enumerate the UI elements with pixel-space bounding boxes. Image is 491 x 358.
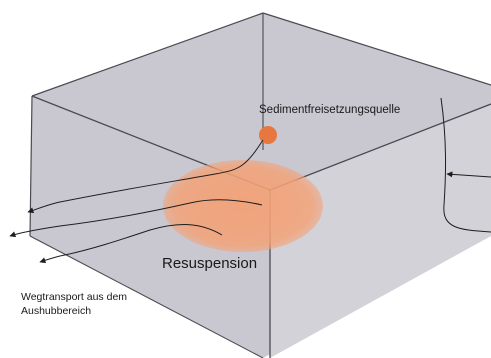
transport-lines (9, 139, 264, 264)
right-flow-arrow (446, 171, 491, 178)
source-label: Sedimentfreisetzungsquelle (259, 104, 400, 116)
transport-line-cloud-lower (39, 224, 223, 264)
resuspension-label: Resuspension (162, 255, 257, 272)
box-edge-top-left (31, 12, 264, 97)
right-flow-curve (440, 97, 491, 233)
transport-label-line1: Wegtransport aus dem (21, 291, 127, 303)
box-right-face (270, 104, 491, 358)
resuspension-cloud (163, 160, 323, 252)
box-edge-top-right (262, 12, 491, 86)
right-flow (440, 97, 491, 233)
box-edge-bottom-left (29, 235, 264, 358)
transport-line-from-source (27, 139, 264, 214)
transport-label-line2: Aushubbereich (21, 305, 91, 317)
source-dot (259, 126, 277, 144)
box-edge-front-top-right (269, 103, 491, 191)
transport-line-cloud-upper (9, 199, 263, 238)
